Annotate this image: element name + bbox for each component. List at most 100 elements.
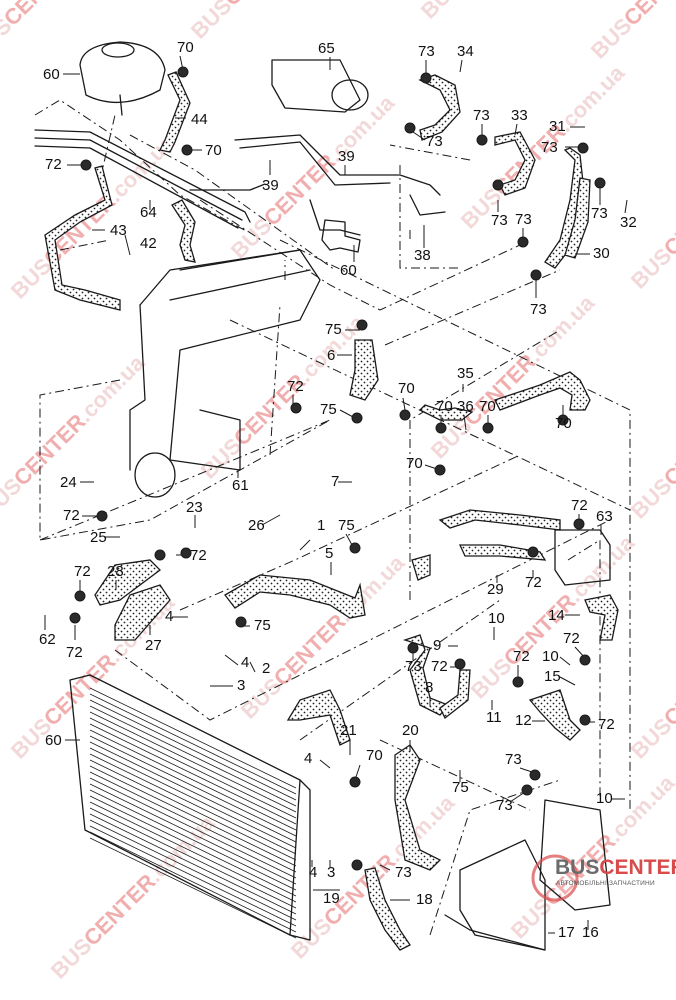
callout-42: 42 [140, 235, 157, 252]
callout-75d: 75 [254, 617, 271, 634]
callout-3b: 3 [327, 864, 335, 881]
radiator-fin [89, 765, 297, 867]
radiator-fin [89, 807, 297, 909]
callout-35: 35 [457, 365, 474, 382]
radiator-fin [89, 735, 297, 837]
hose-clamp-icon [154, 549, 166, 561]
engine-block [129, 249, 321, 498]
callout-43: 43 [110, 222, 127, 239]
radiator-fin [89, 801, 297, 903]
hose-clamp-icon [181, 144, 193, 156]
callout-18: 18 [416, 891, 433, 908]
leader-line-15 [559, 676, 576, 686]
hose-clamp-icon [351, 859, 363, 871]
logo-subtitle: АВТОМОБІЛЬНІ ЗАПЧАСТИНИ [556, 880, 655, 887]
callout-70f: 70 [555, 415, 572, 432]
callout-38: 38 [414, 247, 431, 264]
callout-73k: 73 [496, 797, 513, 814]
leader-line-33 [514, 123, 518, 136]
leader-line-4c [319, 759, 331, 769]
radiator-fin [89, 717, 297, 819]
radiator-fin [89, 819, 297, 921]
callout-4b: 4 [241, 654, 249, 671]
callout-73b: 73 [426, 133, 443, 150]
coolant-pipe-bundle-64 [34, 129, 266, 229]
callout-20: 20 [402, 722, 419, 739]
callout-33: 33 [511, 107, 528, 124]
radiator-fin [89, 699, 297, 801]
callout-72g: 72 [74, 563, 91, 580]
hose-clamp-icon [492, 179, 504, 191]
leader-line-32 [624, 199, 628, 214]
hose-clamp-icon [235, 616, 247, 628]
callout-16: 16 [582, 924, 599, 941]
callout-1: 1 [317, 517, 325, 534]
callout-70h: 70 [366, 747, 383, 764]
callout-70c: 70 [398, 380, 415, 397]
callout-73l: 73 [395, 864, 412, 881]
callout-36: 36 [457, 398, 474, 415]
callout-72i: 72 [431, 658, 448, 675]
callout-17: 17 [558, 924, 575, 941]
callout-4a: 4 [165, 608, 173, 625]
callout-72l: 72 [598, 716, 615, 733]
hose-clamp-icon [180, 547, 192, 559]
radiator-fin [89, 687, 297, 789]
callout-27: 27 [145, 637, 162, 654]
auxiliary-cooler [444, 799, 611, 951]
callout-75c: 75 [338, 517, 355, 534]
callout-12: 12 [515, 712, 532, 729]
callout-14: 14 [548, 607, 565, 624]
hose-clamp-icon [512, 676, 524, 688]
leader-line-36 [463, 414, 467, 431]
radiator-fin [89, 795, 297, 897]
callout-60c: 60 [45, 732, 62, 749]
leader-line-10b [559, 656, 571, 666]
callout-30: 30 [593, 245, 610, 262]
expansion-tank [79, 41, 166, 116]
hose-clamp-icon [594, 177, 606, 189]
callout-72j: 72 [513, 648, 530, 665]
callout-75e: 75 [452, 779, 469, 796]
radiator-fin [89, 759, 297, 861]
radiator [69, 674, 311, 941]
callout-61: 61 [232, 477, 249, 494]
assembly-dashed-lines [34, 99, 631, 936]
radiator-fin [89, 693, 297, 795]
callout-60a: 60 [43, 66, 60, 83]
hose-clamp-icon [435, 422, 447, 434]
callout-2: 2 [262, 660, 270, 677]
radiator-fin [89, 813, 297, 915]
hose-clamp-icon [420, 72, 432, 84]
buscenter-logo: BUSCENTER АВТОМОБІЛЬНІ ЗАПЧАСТИНИ [531, 854, 676, 902]
watermark-text: BUSCENTER.com.ua [186, 0, 360, 44]
hose-clamp-icon [290, 402, 302, 414]
leader-line-42 [124, 234, 131, 256]
watermark-text: BUSCENTER.com.ua [626, 120, 676, 294]
callout-9: 9 [433, 637, 441, 654]
callout-73j: 73 [505, 751, 522, 768]
callout-31: 31 [549, 118, 566, 135]
radiator-fin [89, 705, 297, 807]
callout-28: 28 [107, 563, 124, 580]
callout-73d: 73 [491, 212, 508, 229]
callout-72d: 72 [190, 547, 207, 564]
callout-25: 25 [90, 529, 107, 546]
radiator-fin [89, 747, 297, 849]
hose-clamp-icon [530, 269, 542, 281]
hose-clamp-icon [351, 412, 363, 424]
callout-39b: 39 [338, 148, 355, 165]
leader-line-4b [224, 654, 239, 666]
radiator-fin [89, 729, 297, 831]
radiator-fin [89, 837, 297, 939]
radiator-fin [89, 825, 297, 927]
callout-62: 62 [39, 631, 56, 648]
callout-6: 6 [327, 347, 335, 364]
radiator-fin [89, 777, 297, 879]
hose-clamp-icon [557, 414, 569, 426]
hose-clamps [69, 66, 606, 871]
hose-clamp-icon [454, 658, 466, 670]
callout-39a: 39 [262, 177, 279, 194]
callout-24: 24 [60, 474, 77, 491]
